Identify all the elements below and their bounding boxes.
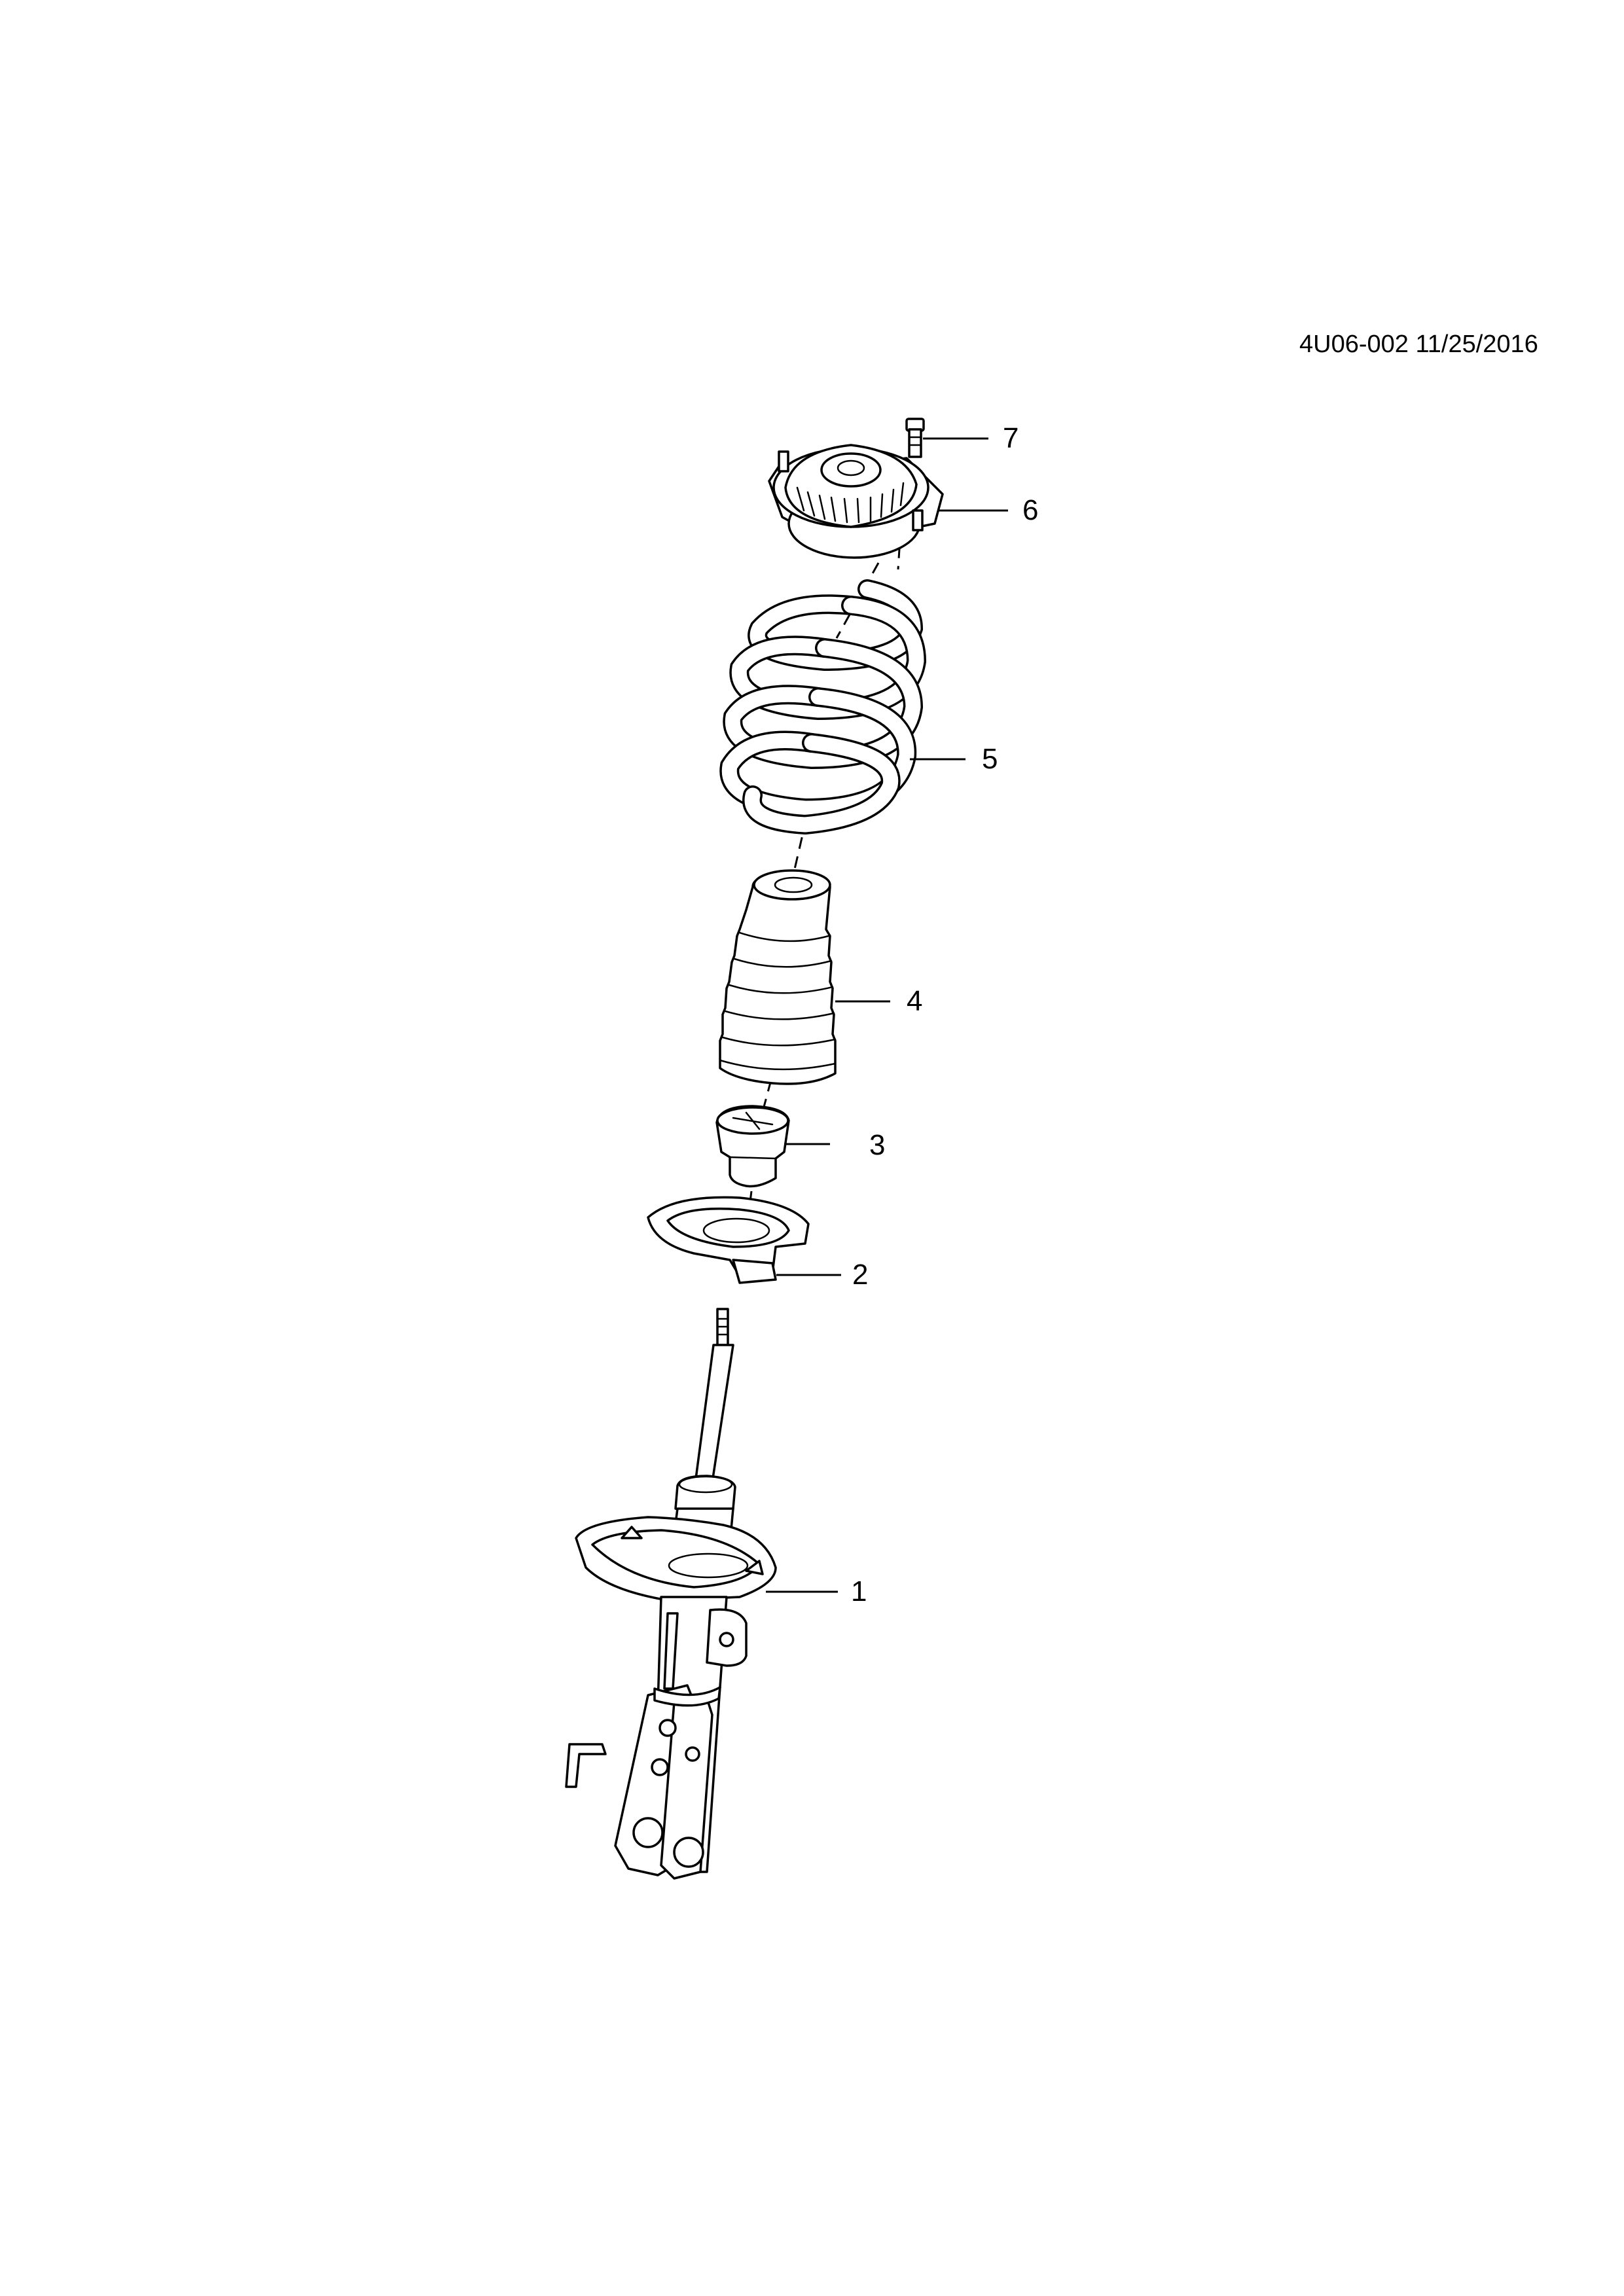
callout-2: 2 — [852, 1259, 869, 1291]
lower-spring-seat-drawing — [647, 1196, 810, 1284]
callout-6: 6 — [1022, 494, 1039, 526]
callout-7: 7 — [1003, 422, 1019, 454]
document-reference: 4U06-002 11/25/2016 — [1299, 331, 1538, 358]
leader-lines — [766, 437, 1008, 1593]
bump-stop-drawing — [715, 1105, 790, 1188]
upper-strut-mount-drawing — [768, 444, 944, 559]
callout-3: 3 — [869, 1129, 886, 1161]
callout-4: 4 — [907, 985, 923, 1017]
mount-bolt-drawing — [905, 418, 925, 458]
callout-5: 5 — [982, 743, 998, 775]
callout-1: 1 — [851, 1575, 867, 1607]
mount-ribs — [796, 482, 905, 524]
strut-assembly-drawing — [565, 1308, 777, 1880]
dust-boot-drawing — [719, 869, 837, 1085]
coil-spring-drawing — [719, 579, 927, 835]
